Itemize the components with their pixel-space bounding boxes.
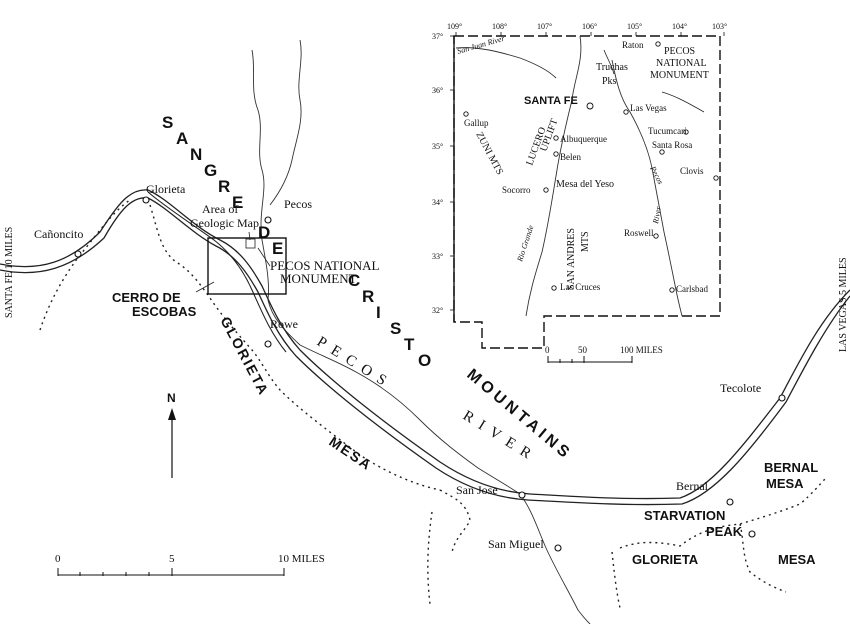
town-san-miguel: San Miguel (488, 537, 544, 551)
inset-scale-tick-0: 0 (545, 345, 550, 355)
city-tucumcari: Tucumcari (648, 126, 687, 136)
geologic-map-area-box (207, 231, 287, 295)
city-gallup: Gallup (464, 118, 489, 128)
monument-label: PECOS NATIONAL (270, 258, 379, 273)
inset-longitude-labels: 109° 108° 107° 106° 105° 104° 103° (447, 22, 727, 31)
town-glorieta: Glorieta (146, 182, 186, 196)
sdc-letter: I (376, 303, 381, 322)
sangre-de-cristo-label: S A N G R E D E C R I S T O (162, 113, 431, 370)
inset-pecos-label: PECOS (664, 46, 695, 57)
sdc-letter: N (190, 145, 202, 164)
north-arrow: N (167, 391, 176, 478)
city-santa-rosa: Santa Rosa (652, 140, 692, 150)
inset-monument-label: MONUMENT (650, 70, 709, 81)
starvation-peak-label: STARVATION (644, 508, 725, 523)
main-scale-bar: 0 5 10 MILES (55, 553, 325, 576)
north-label: N (167, 391, 176, 405)
lon-label: 109° (447, 22, 462, 31)
city-carlsbad: Carlsbad (676, 284, 708, 294)
cerro-de-escobas-label: CERRO DE (112, 290, 181, 305)
inset-truchas-label: Truchas (596, 62, 628, 73)
city-belen: Belen (560, 152, 581, 162)
sdc-letter: S (390, 319, 401, 338)
las-vegas-edge-label: LAS VEGAS 5 MILES (838, 257, 849, 352)
city-santa-fe: SANTA FE (524, 95, 578, 107)
town-pecos: Pecos (284, 197, 312, 211)
monument-label-2: MONUMENT (280, 271, 357, 286)
city-clovis: Clovis (680, 166, 704, 176)
sdc-letter: S (162, 113, 173, 132)
sdc-letter: R (218, 177, 230, 196)
geologic-area-label-2: Geologic Map (190, 216, 259, 230)
inset-river-label: River (651, 205, 663, 225)
lon-label: 106° (582, 22, 597, 31)
lon-label: 107° (537, 22, 552, 31)
sdc-letter: A (176, 129, 188, 148)
lat-label: 35° (432, 142, 443, 151)
highway (0, 189, 850, 506)
town-markers (74, 196, 786, 552)
sdc-letter: O (418, 351, 431, 370)
lon-label: 105° (627, 22, 642, 31)
inset-scale-tick-100: 100 MILES (620, 345, 663, 355)
lat-label: 33° (432, 252, 443, 261)
mesa-east-label: MESA (778, 552, 816, 567)
sdc-letter: T (404, 335, 415, 354)
inset-san-andres-mts-label: MTS (580, 231, 591, 252)
sdc-letter: E (272, 239, 283, 258)
lon-label: 103° (712, 22, 727, 31)
inset-new-mexico-map (450, 32, 725, 352)
glorieta-mesa-east-label: GLORIETA (632, 552, 699, 567)
city-albuquerque: Albuquerque (560, 134, 607, 144)
city-roswell: Roswell (624, 228, 654, 238)
railroad (147, 191, 287, 353)
glorieta-mesa-west-label: GLORIETA (217, 314, 272, 399)
sdc-letter: R (362, 287, 374, 306)
sdc-letter: E (232, 193, 243, 212)
scale-tick-0: 0 (55, 553, 61, 565)
sdc-letter: G (204, 161, 217, 180)
city-las-cruces: Las Cruces (560, 282, 601, 292)
bernal-mesa-label-2: MESA (766, 476, 804, 491)
inset-truchas-pks-label: Pks (602, 76, 617, 87)
inset-national-label: NATIONAL (656, 58, 707, 69)
city-socorro: Socorro (502, 185, 531, 195)
city-mesa-del-yeso: Mesa del Yeso (556, 179, 614, 190)
inset-san-andres-label: SAN ANDRES (566, 228, 577, 290)
lat-label: 37° (432, 32, 443, 41)
inset-latitude-labels: 37° 36° 35° 34° 33° 32° (432, 32, 443, 315)
town-san-jose: San Jose (456, 483, 498, 497)
inset-scale-bar: 0 50 100 MILES (545, 345, 663, 363)
pecos-river (251, 39, 591, 624)
town-rowe: Rowe (270, 317, 298, 331)
starvation-peak-label-2: PEAK (706, 524, 743, 539)
town-tecolote: Tecolote (720, 381, 761, 395)
sdc-letter: D (258, 223, 270, 242)
cerro-de-escobas-label-2: ESCOBAS (132, 304, 197, 319)
geologic-area-label: Area of (202, 202, 238, 216)
scale-tick-5: 5 (169, 553, 175, 565)
inset-scale-tick-50: 50 (578, 345, 588, 355)
bernal-mesa-label: BERNAL (764, 460, 818, 475)
scale-tick-10: 10 MILES (278, 553, 325, 565)
sdc-letter: C (348, 271, 360, 290)
lat-label: 36° (432, 86, 443, 95)
santa-fe-edge-label: SANTA FE 10 MILES (4, 227, 15, 318)
lat-label: 34° (432, 198, 443, 207)
city-raton: Raton (622, 40, 644, 50)
lat-label: 32° (432, 306, 443, 315)
mesa-west-label: MESA (326, 433, 375, 473)
lon-label: 108° (492, 22, 507, 31)
town-bernal: Bernal (676, 479, 709, 493)
town-canoncito: Cañoncito (34, 227, 83, 241)
lon-label: 104° (672, 22, 687, 31)
city-las-vegas: Las Vegas (630, 103, 667, 113)
